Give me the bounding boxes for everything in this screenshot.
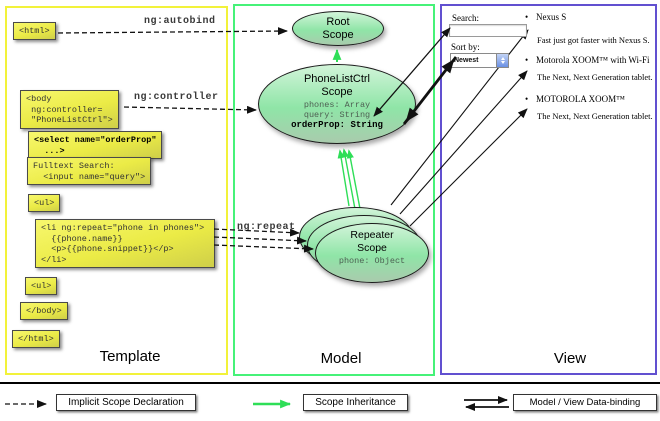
phone-item-desc: The Next, Next Generation tablet. [537,111,653,121]
phone-item-desc: The Next, Next Generation tablet. [537,72,653,82]
code-box-html-open: <html> [13,22,56,40]
search-label: Search: [452,13,479,23]
code-box-select: <select name="orderProp" ...> [28,131,163,159]
phonelistctrl-scope-ellipse: PhoneListCtrl Scope phones: Array query:… [258,64,416,144]
code-box-body-open: <body ng:controller= "PhoneListCtrl"> [20,90,119,129]
model-column-title: Model [320,350,362,367]
template-panel [5,6,228,375]
code-box-fulltext-search: Fulltext Search: <input name="query"> [27,157,152,185]
bullet-icon: • [525,12,529,22]
phonelistctrl-scope-title: PhoneListCtrl Scope [303,73,371,98]
repeater-scope-prop: phone: Object [338,256,406,266]
view-column-title: View [553,350,587,367]
legend-implicit-scope-declaration: Implicit Scope Declaration [56,394,196,411]
repeater-scope-ellipse-front: Repeater Scope phone: Object [315,223,429,283]
label-ng-repeat: ng:repeat [237,222,296,233]
sort-by-label: Sort by: [451,42,480,52]
label-ng-autobind: ng:autobind [144,16,216,27]
phone-item-desc: Fast just got faster with Nexus S. [537,35,650,45]
legend-divider [0,382,660,384]
legend-model-view-databinding: Model / View Data-binding [513,394,657,411]
code-box-html-close: </html> [12,330,60,348]
code-box-body-close: </body> [20,302,68,320]
repeater-scope-title: Repeater Scope [350,229,394,254]
root-scope-ellipse: Root Scope [292,11,384,46]
code-box-ul-open: <ul> [28,194,61,212]
phonelistctrl-scope-orderprop: orderProp: String [291,120,383,130]
search-input[interactable] [449,24,527,37]
phonelistctrl-scope-props: phones: Array query: String [303,100,371,120]
sort-dropdown[interactable]: Newest [450,53,509,68]
phone-item-name: Nexus S [536,12,567,22]
dropdown-stepper-icon[interactable] [496,54,508,67]
phone-item-name: Motorola XOOM™ with Wi-Fi [536,55,650,65]
template-column-title: Template [99,348,161,365]
code-box-ul-close: <ul> [25,277,58,295]
root-scope-title: Root Scope [322,16,354,41]
bullet-icon: • [525,55,529,65]
code-box-li-repeat: <li ng:repeat="phone in phones"> {{phone… [35,219,215,268]
sort-dropdown-value: Newest [454,57,479,64]
label-ng-controller: ng:controller [134,92,219,103]
model-panel [233,4,435,376]
legend-scope-inheritance: Scope Inheritance [303,394,408,411]
bullet-icon: • [525,94,529,104]
phone-item-name: MOTOROLA XOOM™ [536,94,625,104]
